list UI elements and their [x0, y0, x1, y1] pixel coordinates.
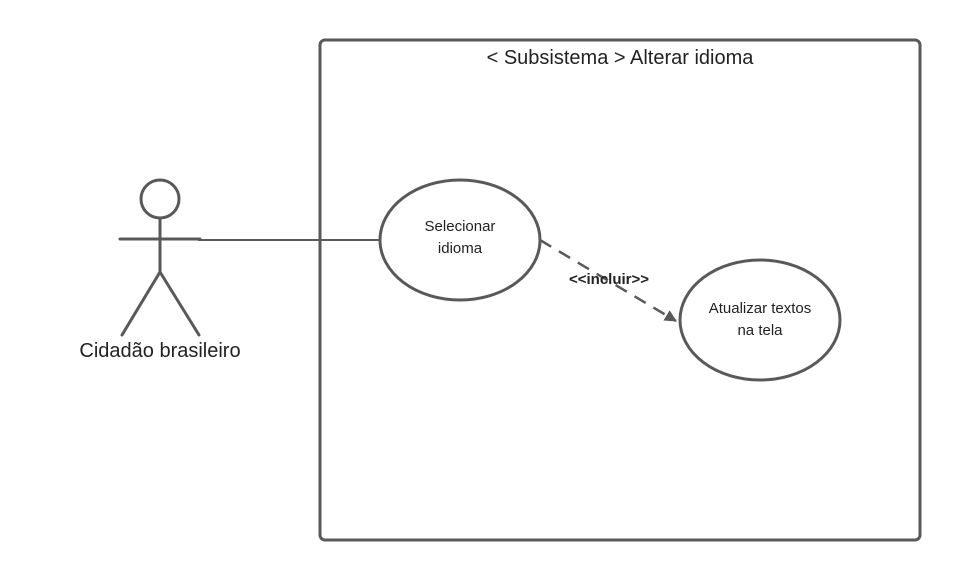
include-dashed-arrow: [539, 238, 677, 323]
actor-left-leg: [120, 270, 162, 337]
actor-head: [139, 178, 181, 220]
system-title: < Subsistema > Alterar idioma: [487, 47, 755, 69]
actor-right-leg: [158, 270, 201, 337]
actor-name: Cidadão brasileiro: [79, 340, 240, 362]
use-case-ellipse: [678, 258, 842, 382]
actor-figure: [118, 178, 202, 337]
use-case-atualizar-textos: Atualizar textos na tela: [678, 258, 842, 382]
use-case-ellipse: [378, 178, 542, 302]
use-case-selecionar-idioma: Selecionar idioma: [378, 178, 542, 302]
use-case-label-line: idioma: [438, 240, 483, 257]
use-case-label-line: Selecionar: [425, 218, 496, 235]
system-boundary: [318, 38, 922, 542]
use-case-label-line: na tela: [737, 322, 783, 339]
include-label: <<incluir>>: [569, 271, 649, 288]
use-case-label-line: Atualizar textos: [709, 300, 812, 317]
